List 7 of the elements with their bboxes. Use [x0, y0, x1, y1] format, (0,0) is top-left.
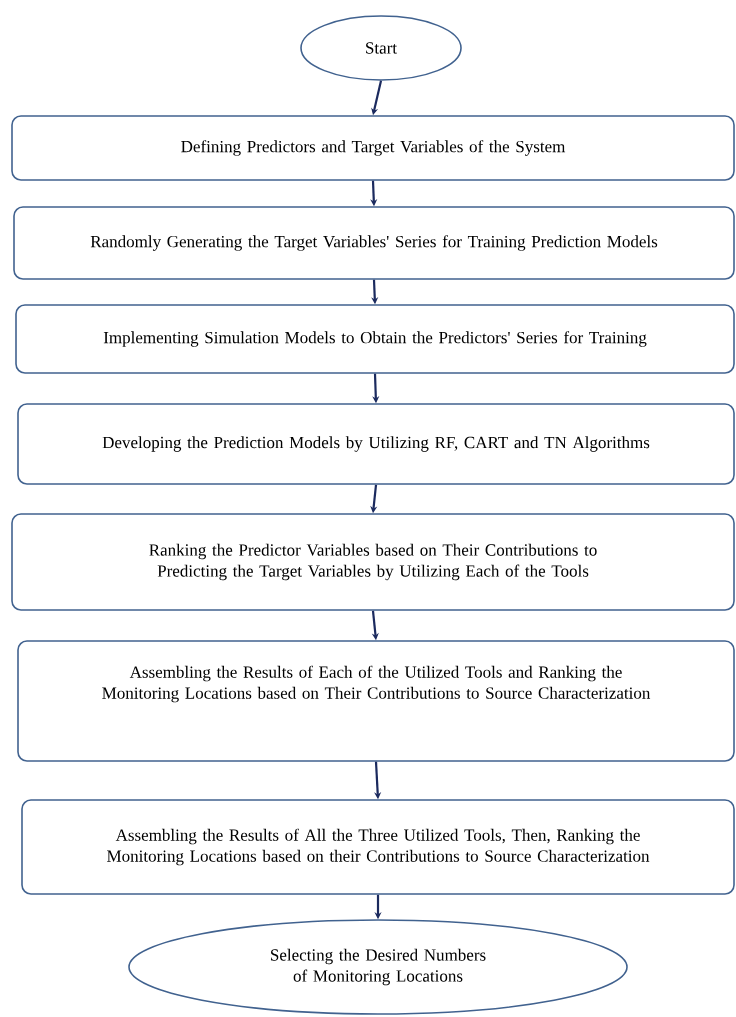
process-box: Developing the Prediction Models by Utilizing RF, CART and TN Algorithms [17, 403, 735, 485]
process-box: Assembling the Results of Each of the Utilized Tools and Ranking the Monitoring Locations based on Their Contributions to Source Characterization [17, 640, 735, 762]
process-box: Ranking the Predictor Variables based on Their Contributions to Predicting the Target Variables by Utilizing Each of the Tools [11, 513, 735, 611]
process-box: Assembling the Results of All the Three Utilized Tools, Then, Ranking the Monitoring Locations based on their Contributions to Source Characterization [21, 799, 735, 895]
process-box: Randomly Generating the Target Variables' Series for Training Prediction Models [13, 206, 735, 280]
process-box: Implementing Simulation Models to Obtain the Predictors' Series for Training [15, 304, 735, 374]
process-box: Defining Predictors and Target Variables of the System [11, 115, 735, 181]
